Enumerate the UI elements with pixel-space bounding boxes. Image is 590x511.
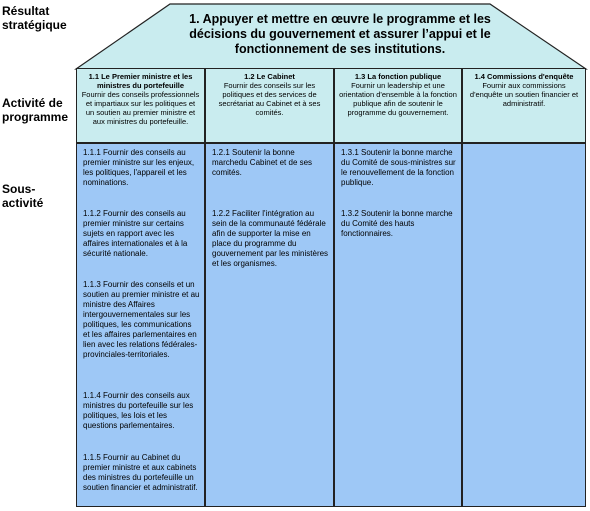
sub-activity-1-1-2: 1.1.2 Fournir des conseils au premier mi… [83, 209, 188, 258]
sub-activity-1-1-1: 1.1.1 Fournir des conseils au premier mi… [83, 148, 195, 187]
sub-activity-1-2-1: 1.2.1 Soutenir la bonne marchedu Cabinet… [212, 148, 313, 177]
activity-title: 1.1 Le Premier ministre et les ministres… [88, 72, 193, 90]
label-strategic-outcome: Résultat stratégique [2, 4, 67, 32]
sub-activities-1-1: 1.1.1 Fournir des conseils au premier mi… [76, 143, 205, 507]
sub-activity-1-3-1: 1.3.1 Soutenir la bonne marche du Comité… [341, 148, 456, 187]
program-activity-1-4: 1.4 Commissions d'enquête Fournir aux co… [462, 68, 586, 143]
activity-title: 1.2 Le Cabinet [244, 72, 295, 81]
sub-activity-1-1-4: 1.1.4 Fournir des conseils aux ministres… [83, 391, 194, 430]
activity-description: Fournir des conseils sur les politiques … [218, 81, 321, 117]
activity-title: 1.4 Commissions d'enquête [474, 72, 574, 81]
sub-activities-1-4 [462, 143, 586, 507]
sub-activity-1-1-5: 1.1.5 Fournir au Cabinet du premier mini… [83, 453, 198, 492]
sub-activity-1-2-2: 1.2.2 Faciliter l'intégration au sein de… [212, 209, 329, 268]
sub-activity-1-1-3: 1.1.3 Fournir des conseils et un soutien… [83, 280, 200, 359]
label-program-activity: Activité de programme [2, 96, 69, 124]
activity-title: 1.3 La fonction publique [354, 72, 442, 81]
activity-description: Fournir un leadership et une orientation… [339, 81, 457, 117]
sub-activity-1-3-2: 1.3.2 Soutenir la bonne marche du Comité… [341, 209, 453, 238]
program-activity-1-2: 1.2 Le Cabinet Fournir des conseils sur … [205, 68, 334, 143]
sub-activities-1-2: 1.2.1 Soutenir la bonne marchedu Cabinet… [205, 143, 334, 507]
sub-activities-1-3: 1.3.1 Soutenir la bonne marche du Comité… [334, 143, 462, 507]
label-sub-activity: Sous-activité [2, 182, 44, 210]
activity-description: Fournir aux commissions d'enquête un sou… [469, 81, 579, 108]
program-activity-1-1: 1.1 Le Premier ministre et les ministres… [76, 68, 205, 143]
program-activity-1-3: 1.3 La fonction publique Fournir un lead… [334, 68, 462, 143]
activity-description: Fournir des conseils professionnels et i… [81, 90, 200, 126]
strategic-outcome-text: 1. Appuyer et mettre en œuvre le program… [189, 12, 491, 56]
